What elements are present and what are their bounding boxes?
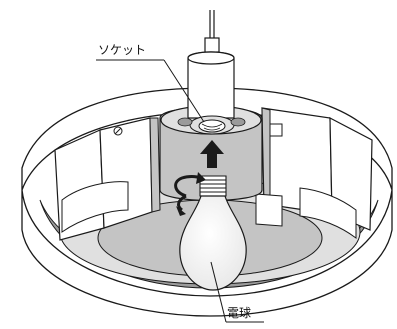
bulb-label: 電球 <box>227 306 252 320</box>
cord <box>204 10 220 53</box>
socket-callout-leader <box>96 59 205 123</box>
up-arrow-icon <box>200 140 224 168</box>
bulb-callout-leader <box>210 261 264 323</box>
right-fins <box>255 107 373 239</box>
socket-label: ソケット <box>98 43 147 57</box>
rotate-arrow-icon <box>174 172 206 216</box>
light-bulb <box>179 175 247 291</box>
left-fins <box>54 117 161 241</box>
